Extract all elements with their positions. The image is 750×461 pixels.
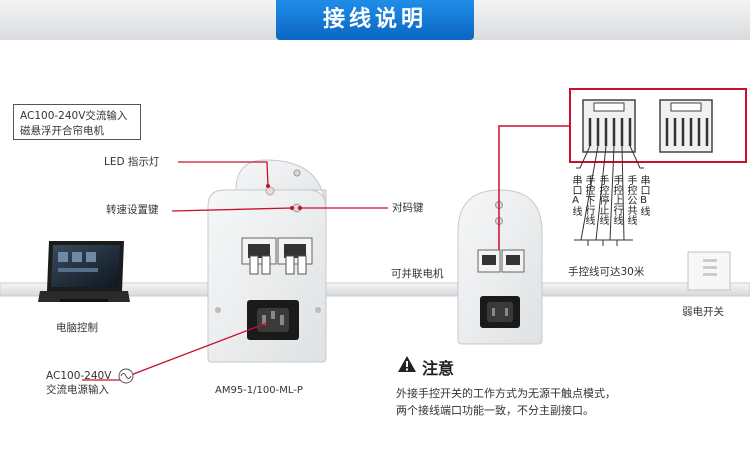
parallel-label: 可并联电机 (391, 268, 444, 280)
pair-label: 对码键 (392, 202, 424, 214)
ac-input-label-1: AC100-240V (46, 370, 112, 382)
jack-left (582, 99, 636, 153)
cable-strip (0, 282, 750, 297)
motor-spec-line2: 磁悬浮开合帘电机 (20, 125, 104, 137)
warning-icon (398, 356, 416, 372)
notice-line1: 外接手控开关的工作方式为无源干触点模式， (396, 387, 616, 400)
pin-label-up: 手控上行线 (611, 175, 622, 225)
header-banner: 接线说明 (0, 0, 750, 40)
pc-label: 电脑控制 (56, 322, 98, 334)
pin-label-stop: 手控停止线 (597, 175, 608, 225)
motor-spec-box: AC100-240V交流输入 磁悬浮开合帘电机 (13, 104, 141, 140)
led-indicator (265, 186, 275, 196)
banner-tab (276, 0, 474, 40)
pin-label-down: 手控下行线 (583, 175, 594, 225)
laptop (38, 241, 130, 302)
motor-1-top (235, 159, 327, 216)
wall-switch (687, 251, 731, 291)
motor-spec-line1: AC100-240V交流输入 (20, 110, 128, 122)
notice-line2: 两个接线端口功能一致，不分主副接口。 (396, 404, 594, 417)
range-label: 手控线可达30米 (568, 266, 645, 278)
page-title: 接线说明 (322, 7, 427, 32)
weak-switch-label: 弱电开关 (682, 306, 724, 318)
pin-label-common: 手控公共线 (625, 175, 636, 225)
pin-label-serial-b: 串口B线 (638, 175, 649, 216)
jack-right (659, 99, 713, 153)
pair-button-1 (293, 169, 301, 177)
model-label: AM95-1/100-ML-P (215, 385, 303, 396)
pin-label-serial-a: 串口A线 (570, 175, 581, 216)
speed-label: 转速设置键 (106, 204, 159, 216)
jack-leader (498, 125, 570, 250)
led-label: LED 指示灯 (104, 156, 160, 168)
pin-leaders (574, 145, 644, 246)
ac-input-label-2: 交流电源输入 (46, 384, 109, 396)
notice-title: 注意 (422, 359, 455, 378)
